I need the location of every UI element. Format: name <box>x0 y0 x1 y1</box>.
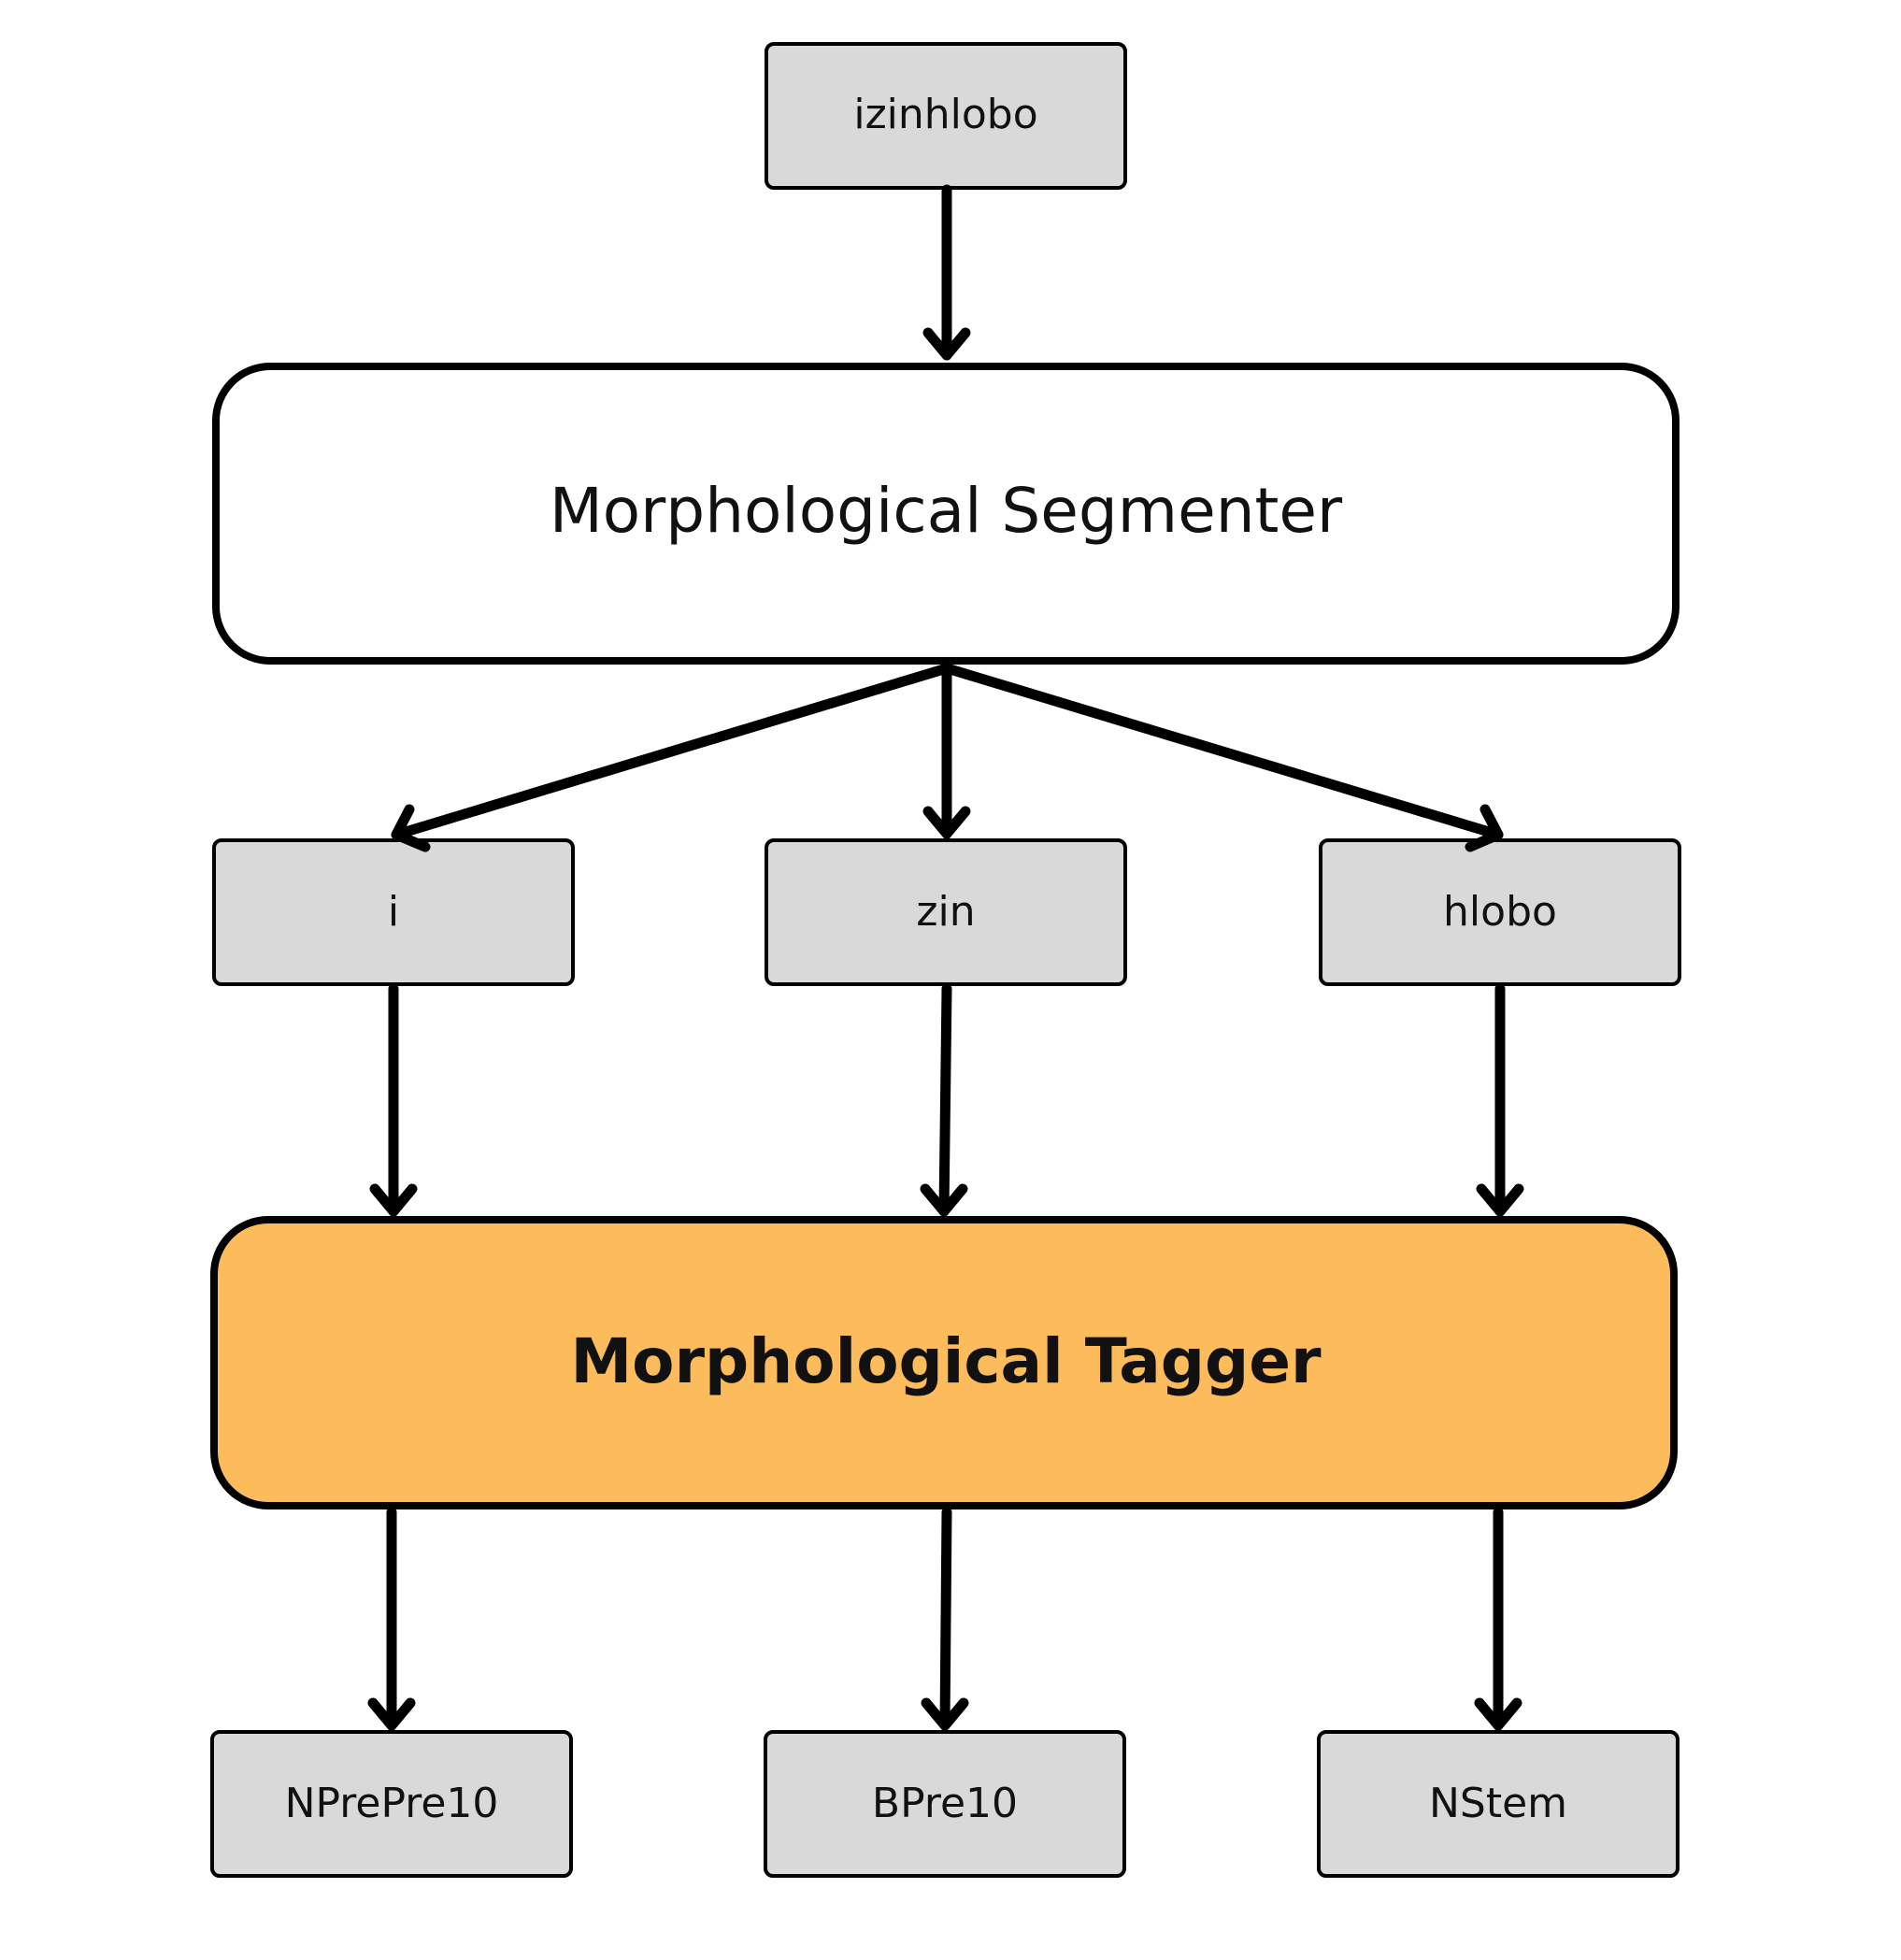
tag-node-nstem: NStem <box>1317 1730 1679 1878</box>
arrow-segmenter-to-hlobo <box>941 663 1504 852</box>
input-word-text: izinhlobo <box>853 91 1037 138</box>
tagger-label: Morphological Tagger <box>570 1325 1322 1397</box>
tag-text-bpre10: BPre10 <box>872 1780 1018 1827</box>
segmenter-node: Morphological Segmenter <box>212 363 1679 665</box>
segment-text-i: i <box>388 888 399 936</box>
arrow-tagger-to-bpre10 <box>921 1507 969 1731</box>
segment-node-i: i <box>212 838 575 986</box>
segment-node-zin: zin <box>765 838 1127 986</box>
arrow-hlobo-to-tagger <box>1476 983 1524 1217</box>
segmenter-box <box>212 363 1679 665</box>
arrow-tagger-to-nprepre10 <box>367 1507 416 1731</box>
arrow-tagger-to-nstem <box>1474 1507 1522 1731</box>
tag-box <box>210 1730 573 1878</box>
tag-node-nprepre10: NPrePre10 <box>210 1730 573 1878</box>
tag-text-nstem: NStem <box>1429 1780 1567 1827</box>
tag-box <box>1317 1730 1679 1878</box>
tagger-box <box>210 1216 1678 1509</box>
tag-box <box>764 1730 1126 1878</box>
tagger-node: Morphological Tagger <box>210 1216 1678 1509</box>
arrow-input-to-segmenter <box>922 184 971 361</box>
arrow-i-to-tagger <box>369 983 418 1217</box>
segment-text-zin: zin <box>916 888 975 936</box>
arrow-segmenter-to-zin <box>922 663 971 839</box>
arrow-zin-to-tagger <box>920 983 968 1217</box>
tag-node-bpre10: BPre10 <box>764 1730 1126 1878</box>
segment-node-hlobo: hlobo <box>1319 838 1681 986</box>
tag-text-nprepre10: NPrePre10 <box>285 1780 499 1827</box>
segmenter-label: Morphological Segmenter <box>550 475 1343 547</box>
arrow-segmenter-to-i <box>391 663 952 852</box>
input-node: izinhlobo <box>765 42 1127 190</box>
segment-text-hlobo: hlobo <box>1443 888 1557 936</box>
